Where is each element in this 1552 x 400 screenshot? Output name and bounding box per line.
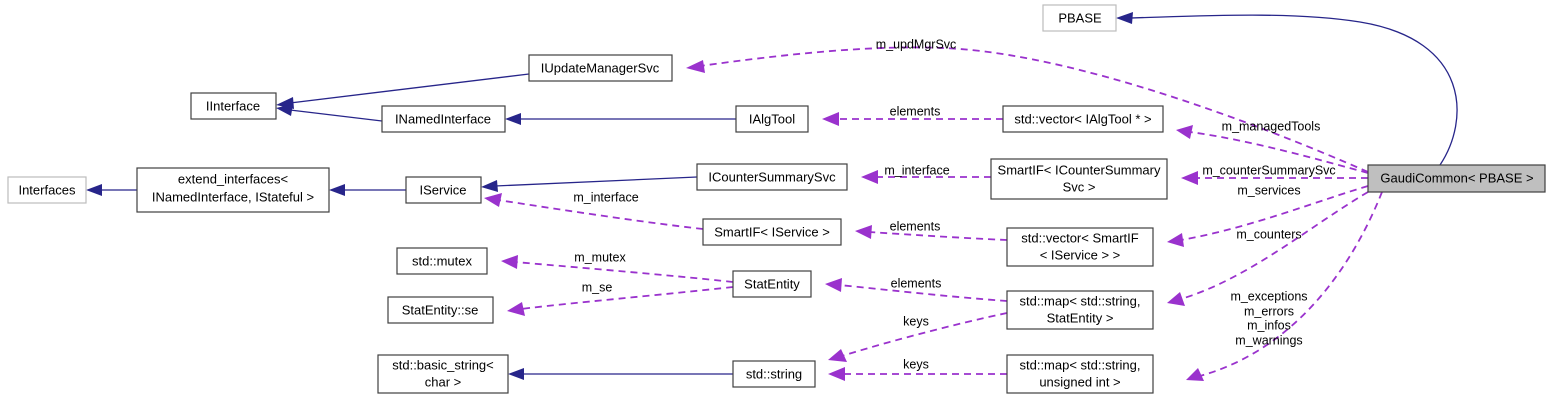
node-interfaces-label: Interfaces xyxy=(18,182,76,197)
edge-m-counters xyxy=(1167,191,1369,306)
node-smartif-icountersummarysvc-label-2: Svc > xyxy=(1063,179,1096,194)
node-std-basic-string-label-1: std::basic_string< xyxy=(392,357,494,372)
edge-label-m-warnings: m_warnings xyxy=(1235,333,1302,347)
node-std-mutex[interactable]: std::mutex xyxy=(396,247,488,275)
edge-label-keys-unsigned-int: keys xyxy=(903,357,929,371)
edge-m-updmgrsvc xyxy=(686,46,1369,173)
node-std-basic-string-label-2: char > xyxy=(425,374,462,389)
edge-iservice-to-extend-interfaces xyxy=(329,184,406,196)
node-extend-interfaces-label-2: INamedInterface, IStateful > xyxy=(152,189,314,204)
node-gaudicommon-pbase[interactable]: GaudiCommon< PBASE > xyxy=(1367,164,1546,193)
node-icountersummarysvc[interactable]: ICounterSummarySvc xyxy=(696,163,848,191)
node-ialgtool-label: IAlgTool xyxy=(749,111,795,126)
node-map-unsigned-int-label-1: std::map< std::string, xyxy=(1019,357,1140,372)
edge-m-se xyxy=(507,286,734,316)
edge-label-m-infos: m_infos xyxy=(1247,318,1291,332)
node-icountersummarysvc-label: ICounterSummarySvc xyxy=(708,169,836,184)
edge-m-exceptions-errors-infos-warnings xyxy=(1186,191,1383,381)
node-vector-smartif-iservice-label-1: std::vector< SmartIF xyxy=(1021,230,1138,245)
edge-label-m-mutex: m_mutex xyxy=(574,250,626,264)
node-iservice[interactable]: IService xyxy=(405,176,482,204)
node-std-string[interactable]: std::string xyxy=(732,360,816,388)
edge-label-keys-statentity: keys xyxy=(903,314,929,328)
node-iinterface[interactable]: IInterface xyxy=(190,92,277,120)
node-pbase[interactable]: PBASE xyxy=(1042,4,1117,32)
node-smartif-icountersummarysvc-label-1: SmartIF< ICounterSummary xyxy=(998,162,1161,177)
node-map-unsigned-int-label-2: unsigned int > xyxy=(1039,374,1120,389)
edge-label-elements-smartif: elements xyxy=(890,219,941,233)
edge-elements-statentity xyxy=(825,278,1008,302)
edge-label-elements-ialgtool: elements xyxy=(890,104,941,118)
node-iinterface-label: IInterface xyxy=(206,98,260,113)
node-map-unsigned-int[interactable]: std::map< std::string, unsigned int > xyxy=(1006,354,1154,394)
node-extend-interfaces-label-1: extend_interfaces< xyxy=(178,171,288,186)
node-vector-ialgtool[interactable]: std::vector< IAlgTool * > xyxy=(1002,105,1164,133)
edge-stdstring-to-basicstring xyxy=(508,368,733,380)
node-map-statentity-label-2: StatEntity > xyxy=(1047,310,1114,325)
edge-m-mutex xyxy=(501,255,734,283)
edge-label-m-countersummarysvc: m_counterSummarySvc xyxy=(1202,163,1335,177)
node-map-statentity[interactable]: std::map< std::string, StatEntity > xyxy=(1006,290,1154,330)
node-vector-smartif-iservice-label-2: < IService > > xyxy=(1040,247,1121,262)
edge-inamedinterface-to-iinterface xyxy=(276,104,383,122)
usage-edges xyxy=(484,46,1383,381)
edge-extend-interfaces-to-interfaces xyxy=(86,184,137,196)
edge-keys-uint xyxy=(828,367,1007,381)
node-inamedinterface-label: INamedInterface xyxy=(395,111,491,126)
edge-label-m-interface-icss: m_interface xyxy=(884,163,949,177)
edge-icountersummarysvc-to-iservice xyxy=(481,176,698,192)
node-statentity-se-label: StatEntity::se xyxy=(402,302,479,317)
nodes: Interfaces extend_interfaces< INamedInte… xyxy=(7,4,1546,394)
edge-iupdatemanagersvc-to-iinterface xyxy=(276,73,530,109)
node-inamedinterface[interactable]: INamedInterface xyxy=(381,105,506,133)
node-interfaces[interactable]: Interfaces xyxy=(7,176,87,204)
edge-label-m-exceptions: m_exceptions xyxy=(1230,289,1307,303)
node-vector-ialgtool-label: std::vector< IAlgTool * > xyxy=(1014,111,1151,126)
edge-label-elements-statentity: elements xyxy=(891,276,942,290)
node-iservice-label: IService xyxy=(420,182,467,197)
edge-label-m-se: m_se xyxy=(582,280,613,294)
edge-label-m-counters: m_counters xyxy=(1236,227,1301,241)
node-pbase-label: PBASE xyxy=(1058,10,1102,25)
edge-m-countersummarysvc xyxy=(1181,171,1368,185)
edge-m-managedtools xyxy=(1176,125,1369,174)
edge-ialgtool-to-inamedinterface xyxy=(505,113,736,125)
edge-m-interface-iservice xyxy=(484,193,704,230)
edge-label-m-errors: m_errors xyxy=(1244,304,1294,318)
edge-label-m-interface-iservice: m_interface xyxy=(573,190,638,204)
edge-m-services xyxy=(1167,185,1369,247)
edge-m-interface-icss xyxy=(861,170,991,184)
edge-elements-smartif-iservice xyxy=(855,225,1008,241)
node-ialgtool[interactable]: IAlgTool xyxy=(735,105,809,133)
inheritance-edges xyxy=(86,12,1458,380)
edge-label-m-updmgrsvc: m_updMgrSvc xyxy=(876,37,957,51)
node-iupdatemanagersvc-label: IUpdateManagerSvc xyxy=(541,60,660,75)
node-std-basic-string[interactable]: std::basic_string< char > xyxy=(377,354,509,394)
node-iupdatemanagersvc[interactable]: IUpdateManagerSvc xyxy=(528,54,673,82)
node-std-string-label: std::string xyxy=(746,366,802,381)
node-statentity-label: StatEntity xyxy=(744,276,800,291)
node-std-mutex-label: std::mutex xyxy=(412,253,472,268)
edge-elements-ialgtool xyxy=(822,112,1003,126)
edge-gaudicommon-to-pbase xyxy=(1116,12,1458,166)
node-extend-interfaces[interactable]: extend_interfaces< INamedInterface, ISta… xyxy=(136,167,330,213)
edge-keys-statentity xyxy=(828,312,1008,362)
node-statentity-se[interactable]: StatEntity::se xyxy=(387,296,494,324)
node-map-statentity-label-1: std::map< std::string, xyxy=(1019,293,1140,308)
node-gaudicommon-pbase-label: GaudiCommon< PBASE > xyxy=(1380,170,1533,185)
edge-label-m-managedtools: m_managedTools xyxy=(1222,119,1321,133)
edge-labels: m_updMgrSvc elements m_managedTools m_in… xyxy=(573,37,1335,371)
edge-label-m-services: m_services xyxy=(1237,183,1300,197)
node-smartif-iservice-label: SmartIF< IService > xyxy=(714,224,830,239)
node-smartif-iservice[interactable]: SmartIF< IService > xyxy=(702,218,842,246)
node-statentity[interactable]: StatEntity xyxy=(732,270,812,298)
node-vector-smartif-iservice[interactable]: std::vector< SmartIF < IService > > xyxy=(1006,227,1154,267)
node-smartif-icountersummarysvc[interactable]: SmartIF< ICounterSummary Svc > xyxy=(990,158,1168,200)
